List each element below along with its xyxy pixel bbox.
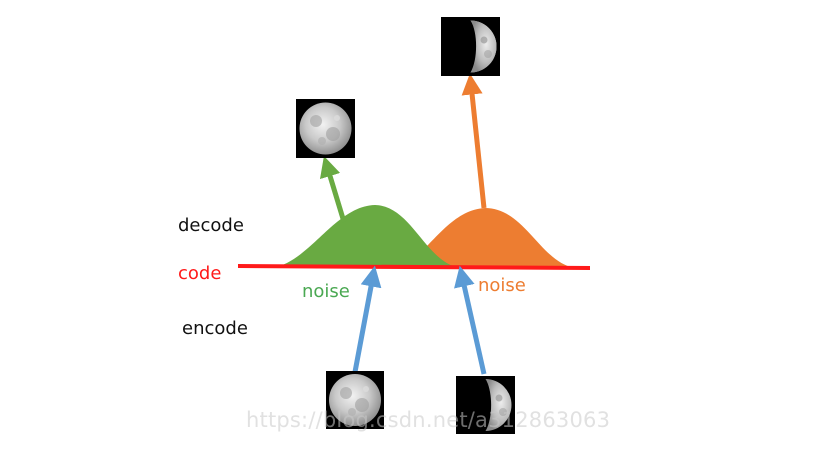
watermark: https://blog.csdn.net/a312863063 bbox=[246, 408, 611, 432]
left-encode-arrow bbox=[352, 265, 382, 373]
half-moon-icon bbox=[441, 17, 500, 76]
half-moon-icon bbox=[456, 376, 515, 434]
noise-label-right: noise bbox=[478, 275, 526, 296]
encode-label: encode bbox=[182, 318, 248, 339]
orange-decode-arrow bbox=[461, 73, 487, 209]
right-encode-arrow bbox=[454, 265, 487, 375]
full-moon-icon bbox=[296, 99, 355, 158]
green-decode-arrow bbox=[320, 155, 347, 223]
green-distribution-curve bbox=[272, 205, 460, 268]
code-label: code bbox=[178, 263, 222, 284]
decode-label: decode bbox=[178, 215, 244, 236]
full-moon-icon bbox=[326, 371, 384, 429]
orange-distribution-curve bbox=[395, 208, 575, 268]
code-line bbox=[237, 264, 591, 270]
noise-label-left: noise bbox=[302, 281, 350, 302]
